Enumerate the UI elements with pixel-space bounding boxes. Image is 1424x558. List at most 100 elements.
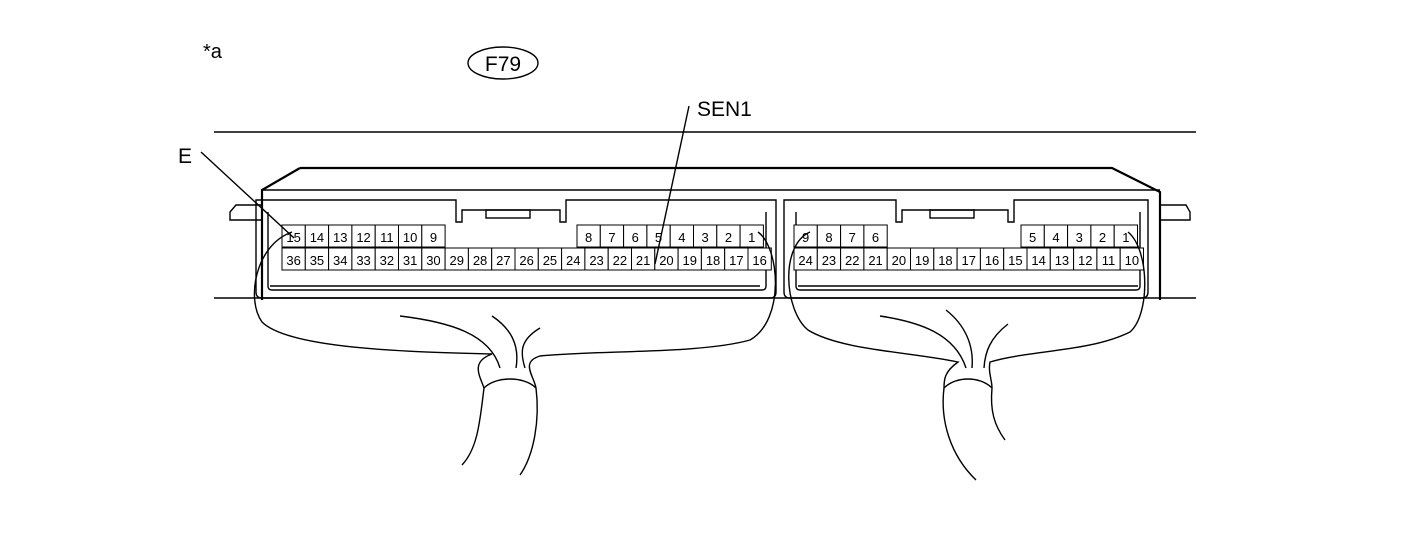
pin-number: 13	[333, 230, 347, 245]
pin-number: 4	[678, 230, 685, 245]
pin-cell: 6	[623, 224, 648, 248]
pin-cell: 15	[281, 224, 306, 248]
pin-cell: 11	[1096, 247, 1121, 271]
pin-cell: 12	[351, 224, 376, 248]
pin-cell: 31	[398, 247, 423, 271]
right-wire-harness	[788, 231, 1146, 481]
pin-cell: 33	[351, 247, 376, 271]
pin-cell: 11	[374, 224, 400, 248]
pin-cell: 32	[374, 247, 400, 271]
pin-number: 21	[636, 253, 650, 268]
pin-cell: 36	[281, 247, 306, 271]
pin-number: 11	[380, 230, 394, 245]
pin-cell: 16	[979, 247, 1005, 271]
pin-number: 8	[825, 230, 832, 245]
pin-cell: 19	[910, 247, 935, 271]
pin-cell: 24	[793, 247, 818, 271]
pin-cell: 6	[863, 224, 888, 248]
pin-number: 1	[748, 230, 755, 245]
pin-number: 20	[892, 253, 906, 268]
pin-number: 18	[938, 253, 952, 268]
pin-number: 23	[822, 253, 836, 268]
pin-number: 14	[310, 230, 324, 245]
pin-cell: 1	[739, 224, 764, 248]
pin-cell: 27	[491, 247, 516, 271]
left-connector-body	[255, 199, 777, 299]
pin-number: 32	[380, 253, 394, 268]
pin-cell: 15	[1003, 247, 1028, 271]
e-leader-line	[200, 151, 295, 239]
pin-number: 19	[915, 253, 929, 268]
pin-number: 5	[1029, 230, 1036, 245]
pin-number: 9	[430, 230, 437, 245]
pin-cell: 30	[421, 247, 446, 271]
pin-cell: 9	[421, 224, 446, 248]
pin-cell: 20	[654, 247, 679, 271]
pin-number: 5	[655, 230, 662, 245]
pin-number: 16	[985, 253, 999, 268]
pin-number: 24	[798, 253, 812, 268]
pin-cell: 2	[1090, 224, 1115, 248]
pin-number: 31	[403, 253, 417, 268]
pin-number: 19	[683, 253, 697, 268]
pin-number: 33	[356, 253, 370, 268]
pin-cell: 21	[863, 247, 888, 271]
pin-number: 28	[473, 253, 487, 268]
pin-number: 22	[613, 253, 627, 268]
pin-number: 2	[725, 230, 732, 245]
pin-cell: 8	[576, 224, 601, 248]
pin-number: 25	[543, 253, 557, 268]
pin-cell: 8	[816, 224, 842, 248]
pin-number: 2	[1099, 230, 1106, 245]
pin-number: 21	[868, 253, 882, 268]
pin-number: 29	[450, 253, 464, 268]
left-connector-top-row-left: 15 14 13 12 11 10 9	[281, 224, 446, 248]
pin-cell: 16	[747, 247, 772, 271]
pin-number: 20	[659, 253, 673, 268]
view-marker-label: *a	[203, 41, 223, 63]
pin-number: 15	[1008, 253, 1022, 268]
pin-cell: 25	[537, 247, 563, 271]
pin-cell: 29	[444, 247, 469, 271]
pin-number: 22	[845, 253, 859, 268]
connector-id-label: F79	[485, 53, 521, 76]
pin-number: 8	[585, 230, 592, 245]
pin-cell: 3	[693, 224, 718, 248]
pin-number: 16	[752, 253, 766, 268]
pin-number: 12	[356, 230, 370, 245]
pin-cell: 10	[1119, 247, 1144, 271]
pin-number: 36	[286, 253, 300, 268]
pin-number: 18	[706, 253, 720, 268]
pin-number: 23	[589, 253, 603, 268]
pin-cell: 22	[607, 247, 633, 271]
pin-cell: 10	[398, 224, 423, 248]
pin-number: 17	[962, 253, 976, 268]
right-connector-body	[783, 199, 1149, 299]
pin-number: 11	[1102, 253, 1116, 268]
pin-cell: 3	[1067, 224, 1092, 248]
pin-number: 14	[1031, 253, 1045, 268]
pin-number: 10	[1125, 253, 1139, 268]
pin-cell: 35	[304, 247, 330, 271]
pin-cell: 5	[1020, 224, 1045, 248]
pin-cell: 34	[328, 247, 353, 271]
pin-number: 13	[1055, 253, 1069, 268]
left-wire-harness	[253, 231, 777, 476]
pin-number: 3	[702, 230, 709, 245]
pin-number: 3	[1076, 230, 1083, 245]
pin-cell: 5	[646, 224, 671, 248]
pin-number: 9	[802, 230, 809, 245]
pin-cell: 17	[956, 247, 981, 271]
sen1-leader-line	[654, 105, 690, 265]
pin-cell: 18	[700, 247, 726, 271]
pin-cell: 28	[467, 247, 493, 271]
pin-cell: 7	[840, 224, 865, 248]
pin-cell: 19	[677, 247, 702, 271]
pin-cell: 7	[599, 224, 625, 248]
pin-number: 7	[608, 230, 615, 245]
pin-cell: 13	[328, 224, 353, 248]
